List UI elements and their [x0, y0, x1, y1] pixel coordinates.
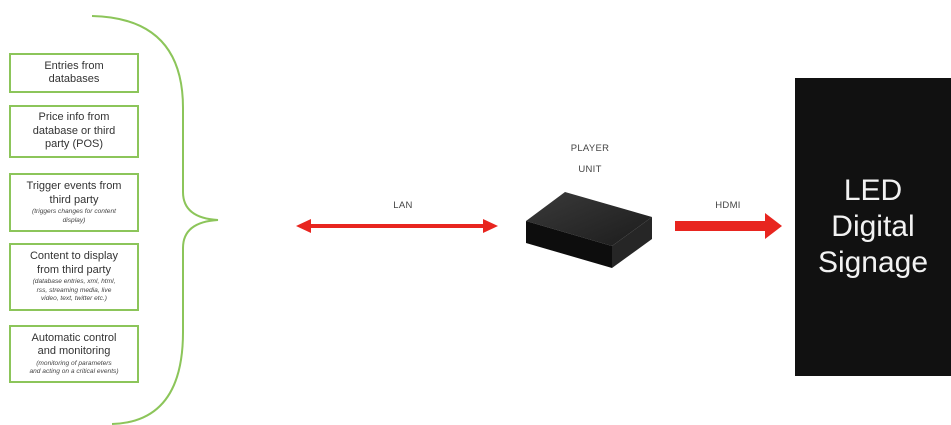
source-box-subtitle: (monitoring of parameters and acting on … [29, 359, 119, 376]
source-box-price-info: Price info from database or third party … [9, 105, 139, 158]
lan-arrow [296, 219, 498, 233]
source-box-title: Trigger events from third party [26, 180, 122, 206]
display-label: LED Digital Signage [817, 174, 929, 279]
hdmi-label: HDMI [715, 200, 741, 211]
player-label-line1: PLAYER [570, 143, 610, 154]
source-box-third-party-content: Content to display from third party (dat… [9, 243, 139, 311]
source-box-subtitle: (database entries, xml, html, rss, strea… [32, 278, 116, 303]
source-box-title: Automatic control and monitoring [31, 331, 117, 358]
player-label-line2: UNIT [578, 164, 602, 175]
hdmi-arrow [675, 213, 782, 239]
source-box-title: Entries from databases [44, 59, 104, 86]
player-unit-box [526, 192, 652, 268]
source-box-subtitle: (triggers changes for content display) [32, 208, 116, 224]
lan-label: LAN [393, 200, 413, 211]
source-box-title: Price info from database or third party … [32, 111, 116, 151]
source-box-trigger-events: Trigger events from third party (trigger… [9, 173, 139, 232]
source-box-title: Content to display from third party [29, 250, 119, 276]
source-box-database-entries: Entries from databases [9, 53, 139, 93]
grouping-brace [91, 15, 219, 425]
led-digital-signage-display: LED Digital Signage [795, 78, 951, 376]
source-box-automatic-control: Automatic control and monitoring (monito… [9, 325, 139, 383]
